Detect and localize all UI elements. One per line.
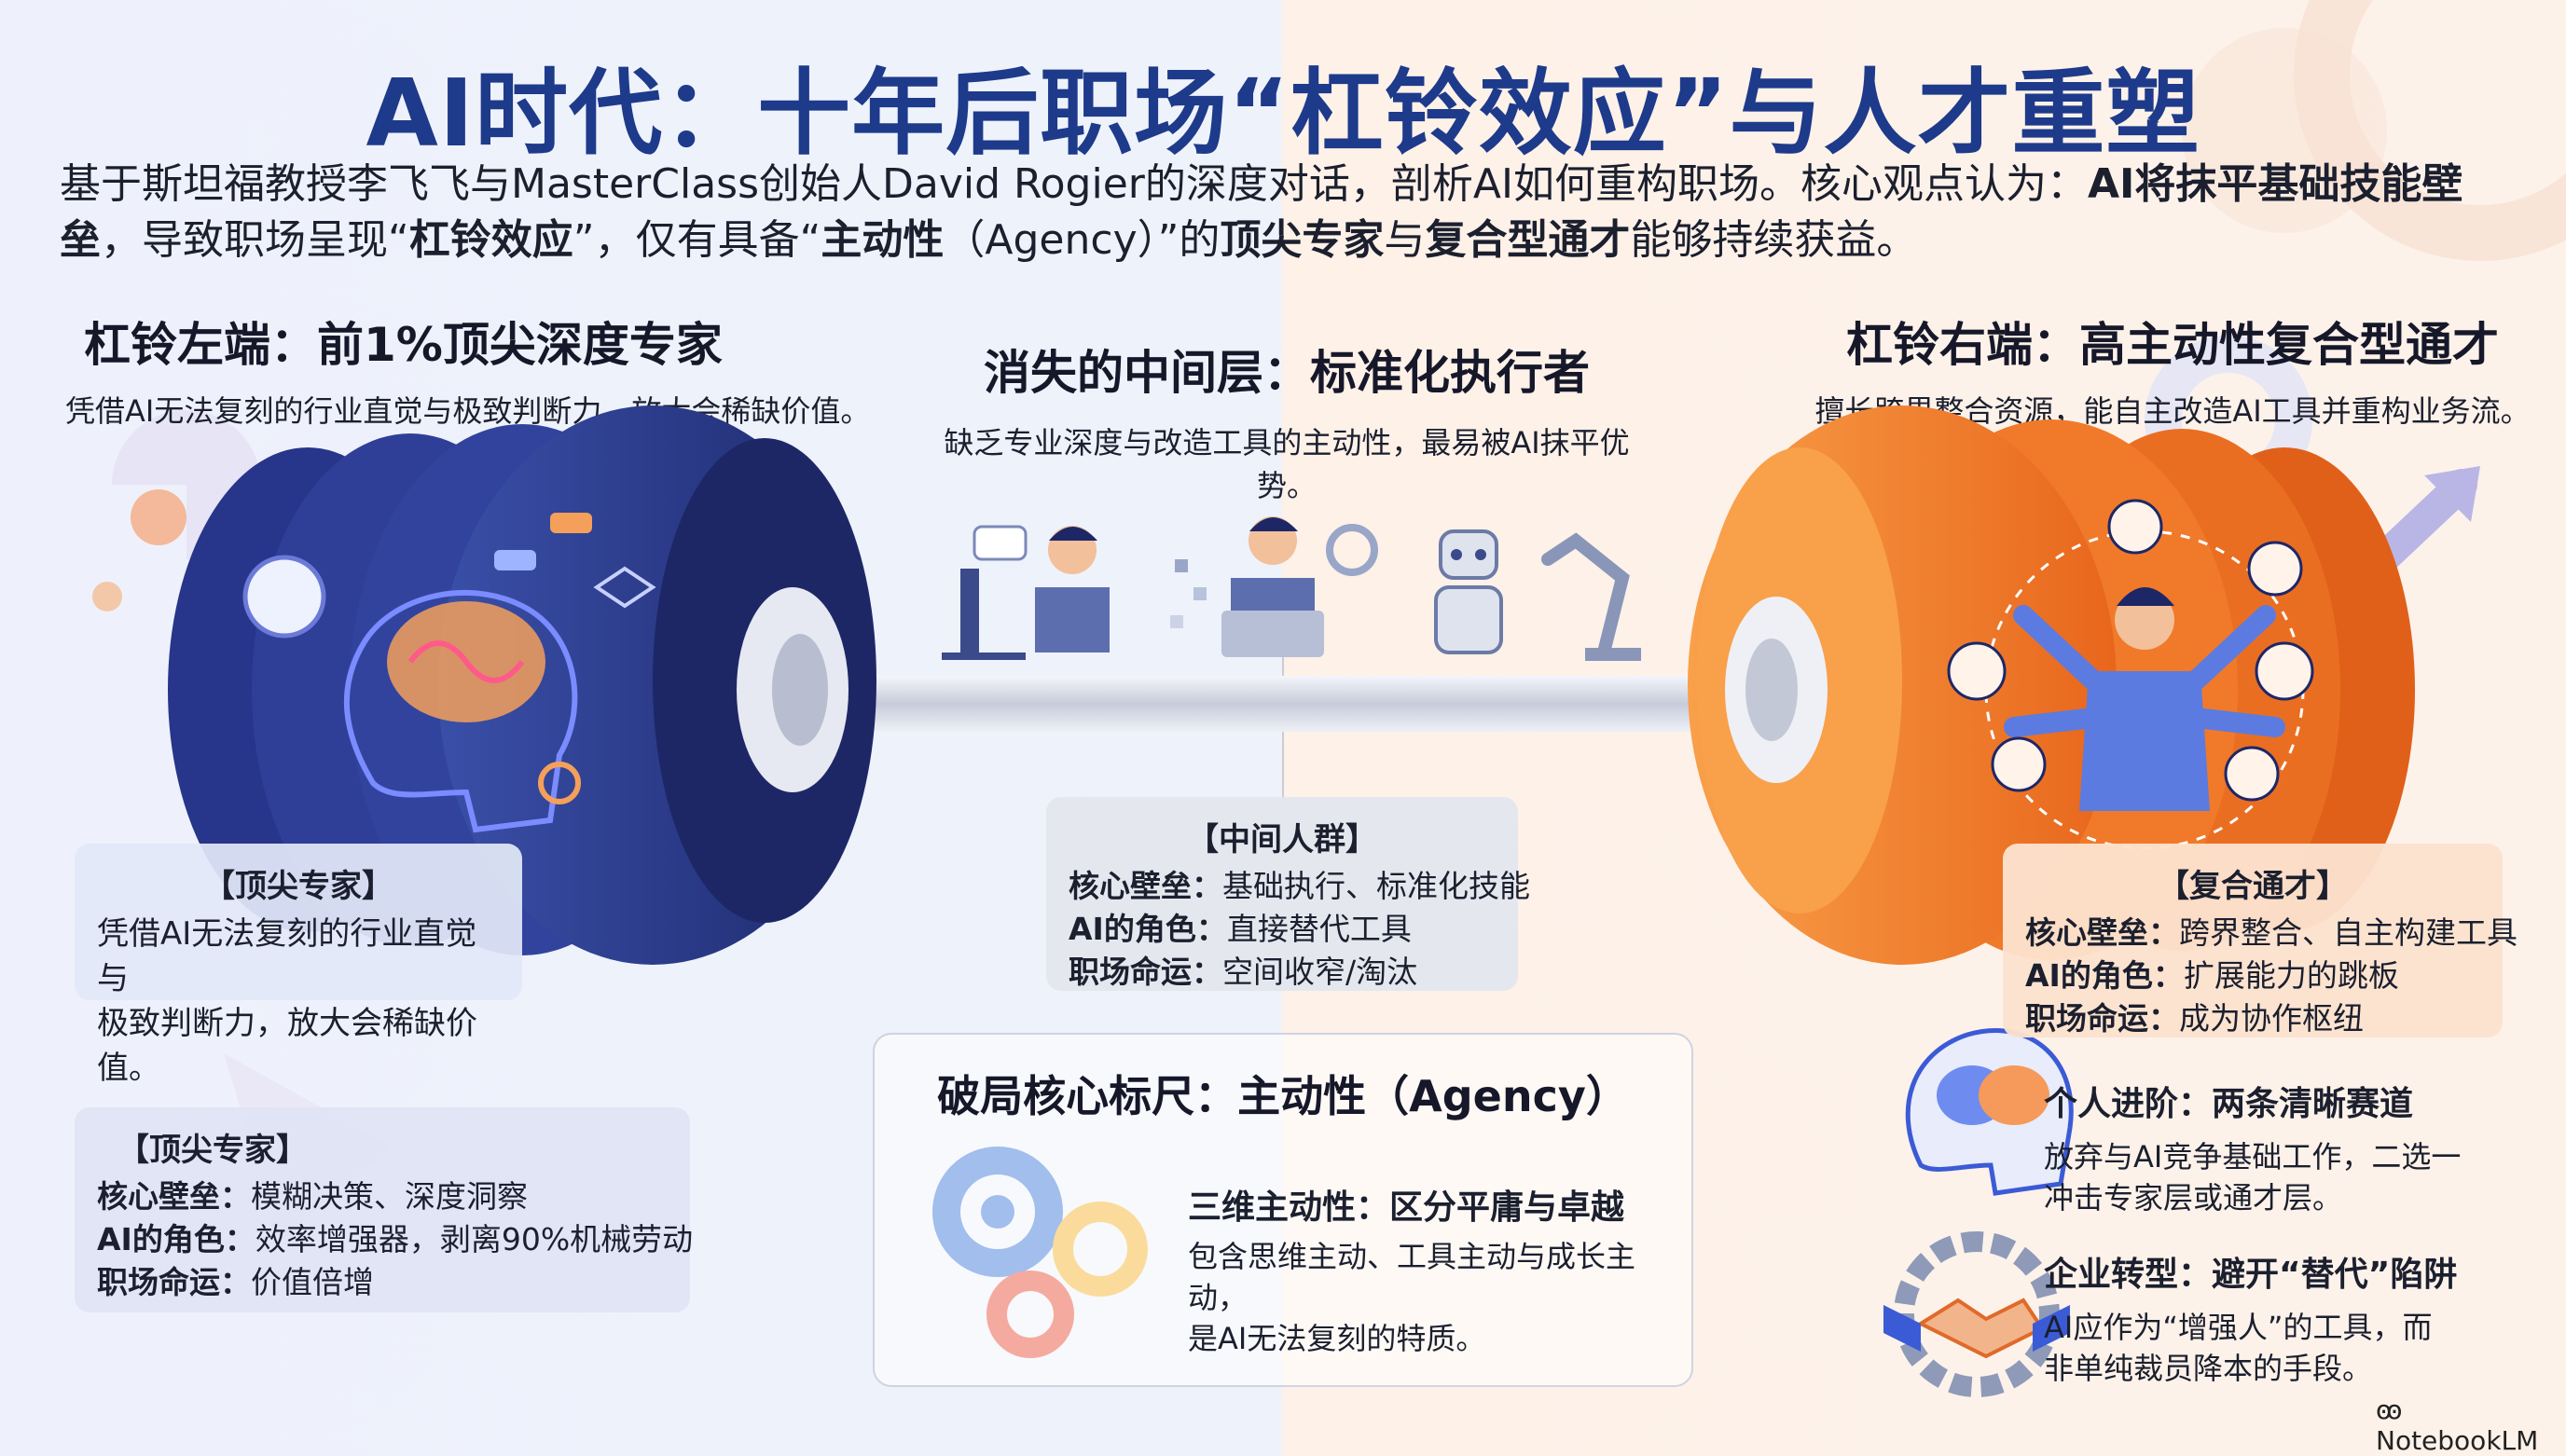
- generalist-card: 【复合通才】 核心壁垒：跨界整合、自主构建工具 AI的角色：扩展能力的跳板 职场…: [2003, 844, 2518, 1040]
- row-label: 核心壁垒：: [1069, 868, 1222, 904]
- row-label: 职场命运：: [97, 1264, 251, 1300]
- multitasking-person-icon: [1947, 499, 2314, 850]
- middle-group-card: 【中间人群】 核心壁垒：基础执行、标准化技能 AI的角色：直接替代工具 职场命运…: [1046, 797, 1530, 994]
- robot-icon: [1434, 529, 1503, 654]
- right-section-heading: 杠铃右端：高主动性复合型通才: [1846, 318, 2499, 372]
- middle-section-heading: 消失的中间层：标准化执行者: [984, 346, 1590, 400]
- middle-section-header: 消失的中间层：标准化执行者 缺乏专业深度与改造工具的主动性，最易被AI抹平优势。: [932, 336, 1641, 505]
- row-value: 空间收窄/淘汰: [1222, 954, 1418, 990]
- enterprise-block: 企业转型：避开“替代”陷阱 AI应作为“增强人”的工具，而 非单纯裁员降本的手段…: [2044, 1247, 2529, 1389]
- enterprise-line: 非单纯裁员降本的手段。: [2044, 1351, 2373, 1386]
- row-value: 直接替代工具: [1226, 911, 1412, 947]
- intro-emphasis: AI将抹平基础技能壁垒: [60, 160, 2463, 264]
- agency-line: 是AI无法复刻的特质。: [1188, 1321, 1486, 1356]
- row-value: 成为协作枢纽: [2179, 1000, 2364, 1037]
- intro-text: （Agency）”的: [944, 216, 1221, 264]
- intro-text: 能够持续获益。: [1630, 216, 1918, 264]
- personal-line: 放弃与AI竞争基础工作，二选一: [2044, 1139, 2462, 1174]
- personal-path-block: 个人进阶：两条清晰赛道 放弃与AI竞争基础工作，二选一 冲击专家层或通才层。: [2044, 1077, 2529, 1218]
- agency-line: 包含思维主动、工具主动与成长主动，: [1188, 1239, 1636, 1315]
- notebooklm-logo-icon: ꙭ: [2376, 1394, 2403, 1425]
- laptop-worker-icon: [1170, 516, 1378, 657]
- agency-box: 破局核心标尺：主动性（Agency） 三维主动性：区分平庸与卓越 包含思维主动、…: [873, 1033, 1693, 1387]
- enterprise-heading: 企业转型：避开“替代”陷阱: [2044, 1256, 2458, 1294]
- intro-text: 与: [1384, 216, 1426, 264]
- row-value: 模糊决策、深度洞察: [251, 1178, 528, 1215]
- office-worker-icon: [942, 525, 1110, 660]
- left-section-heading: 杠铃左端：前1%顶尖深度专家: [84, 318, 723, 372]
- middle-row-fate: 职场命运：空间收窄/淘汰: [1069, 951, 1496, 994]
- left-section-subtitle: 凭借AI无法复刻的行业直觉与极致判断力，放大会稀缺价值。: [65, 393, 871, 429]
- generalist-title: 【复合通才】: [2158, 868, 2348, 905]
- row-value: 基础执行、标准化技能: [1222, 868, 1530, 904]
- row-value: 效率增强器，剥离90%机械劳动: [255, 1221, 694, 1257]
- split-head-icon: [1905, 1028, 2074, 1196]
- intro-emphasis: 顶尖专家: [1220, 216, 1385, 264]
- watermark-text: NotebookLM: [2376, 1425, 2539, 1456]
- intro-paragraph: 基于斯坦福教授李飞飞与MasterClass创始人David Rogier的深度…: [60, 157, 2521, 268]
- expert-detail-card: 【顶尖专家】 核心壁垒：模糊决策、深度洞察 AI的角色：效率增强器，剥离90%机…: [75, 1107, 693, 1312]
- row-value: 扩展能力的跳板: [2183, 957, 2399, 994]
- gear-icon: [1326, 524, 1378, 576]
- row-value: 价值倍增: [251, 1264, 374, 1300]
- intro-text: 基于斯坦福教授李飞飞与MasterClass创始人David Rogier的深度…: [60, 160, 2088, 208]
- brain-icon: [343, 589, 578, 833]
- expert-row-ai-role: AI的角色：效率增强器，剥离90%机械劳动: [97, 1218, 693, 1261]
- middle-row-ai-role: AI的角色：直接替代工具: [1069, 908, 1496, 951]
- expert-row-barrier: 核心壁垒：模糊决策、深度洞察: [97, 1175, 668, 1218]
- intro-emphasis: 杠铃效应: [408, 216, 573, 264]
- agency-heading: 破局核心标尺：主动性（Agency）: [937, 1071, 1629, 1121]
- agency-description: 包含思维主动、工具主动与成长主动， 是AI无法复刻的特质。: [1188, 1236, 1691, 1359]
- row-value: 跨界整合、自主构建工具: [2179, 914, 2518, 951]
- personal-heading: 个人进阶：两条清晰赛道: [2044, 1085, 2414, 1123]
- generalist-row-barrier: 核心壁垒：跨界整合、自主构建工具: [2025, 912, 2518, 955]
- handshake-icon: [1883, 1231, 2070, 1397]
- row-label: AI的角色：: [2025, 957, 2184, 994]
- robotic-arm-icon: [1541, 532, 1641, 661]
- intro-emphasis: 主动性: [821, 216, 945, 264]
- page-title: AI时代：十年后职场“杠铃效应”与人才重塑: [366, 59, 2200, 168]
- notebooklm-watermark: ꙭ NotebookLM: [2376, 1394, 2566, 1456]
- gear-icon: [538, 762, 581, 804]
- agency-subheading: 三维主动性：区分平庸与卓越: [1188, 1188, 1625, 1227]
- row-label: 职场命运：: [2025, 1000, 2179, 1037]
- personal-line: 冲击专家层或通才层。: [2044, 1180, 2343, 1216]
- intro-text: ”，仅有具备“: [573, 216, 821, 264]
- enterprise-line: AI应作为“增强人”的工具，而: [2044, 1310, 2433, 1345]
- expert-summary-line: 极致判断力，放大会稀缺价值。: [97, 1005, 477, 1087]
- row-label: AI的角色：: [1069, 911, 1227, 947]
- expert-summary-card: 【顶尖专家】 凭借AI无法复刻的行业直觉与 极致判断力，放大会稀缺价值。: [75, 844, 522, 1087]
- row-label: AI的角色：: [97, 1221, 255, 1257]
- row-label: 核心壁垒：: [97, 1178, 251, 1215]
- intro-text: ，导致职场呈现“: [101, 216, 409, 264]
- left-section-header: 杠铃左端：前1%顶尖深度专家 凭借AI无法复刻的行业直觉与极致判断力，放大会稀缺…: [65, 308, 923, 431]
- middle-row-barrier: 核心壁垒：基础执行、标准化技能: [1069, 865, 1530, 908]
- network-icon: [242, 555, 326, 639]
- expert-row-fate: 职场命运：价值倍增: [97, 1261, 668, 1304]
- expert-summary-title: 【顶尖专家】: [203, 868, 393, 905]
- middle-group-title: 【中间人群】: [1187, 821, 1377, 858]
- row-label: 核心壁垒：: [2025, 914, 2179, 951]
- expert-summary-line: 凭借AI无法复刻的行业直觉与: [97, 915, 477, 997]
- expert-detail-title: 【顶尖专家】: [117, 1132, 308, 1169]
- intro-emphasis: 复合型通才: [1425, 216, 1631, 264]
- row-label: 职场命运：: [1069, 954, 1222, 990]
- generalist-row-ai-role: AI的角色：扩展能力的跳板: [2025, 955, 2480, 997]
- middle-section-subtitle: 缺乏专业深度与改造工具的主动性，最易被AI抹平优势。: [944, 425, 1630, 503]
- generalist-row-fate: 职场命运：成为协作枢纽: [2025, 997, 2480, 1040]
